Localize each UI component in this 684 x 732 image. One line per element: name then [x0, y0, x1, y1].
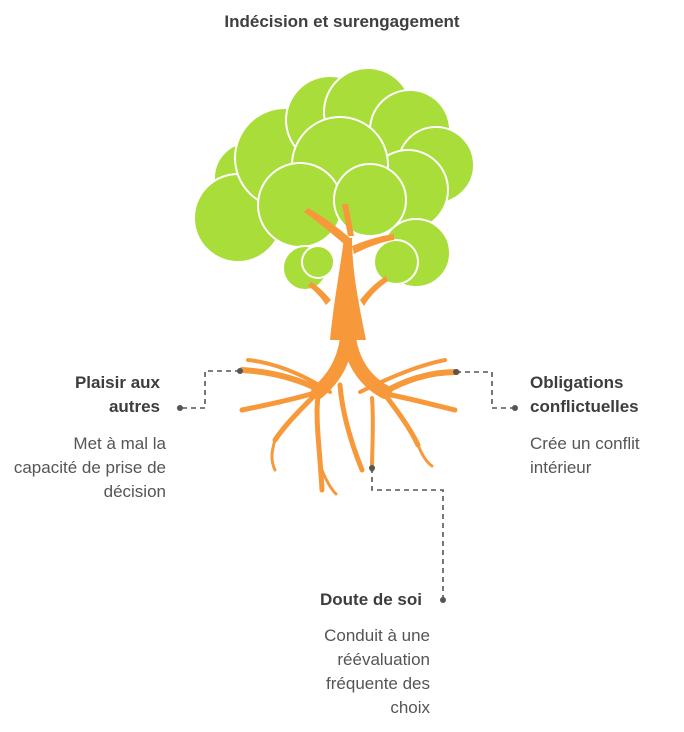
tree-trunk [304, 204, 394, 340]
description-plaisir-aux-autres: Met à mal la capacité de prise de décisi… [13, 434, 166, 501]
label-obligations-conflictuelles: Obligations conflictuelles [530, 373, 639, 416]
description-obligations-conflictuelles: Crée un conflit intérieur [530, 434, 640, 477]
connector-plaisir [180, 370, 240, 409]
tree-roots [239, 323, 460, 496]
description-doute-de-soi: Conduit à une réévaluation fréquente des… [324, 626, 430, 717]
label-plaisir-aux-autres: Plaisir aux autres [74, 373, 160, 416]
connector-dot-doute-tree [369, 465, 375, 471]
tree-foliage [193, 67, 475, 291]
connector-dot-plaisir-label [177, 405, 183, 411]
label-doute-de-soi: Doute de soi [319, 590, 422, 609]
connector-dot-doute-label [440, 597, 446, 603]
connector-doute [371, 468, 444, 600]
diagram-title: Indécision et surengagement [224, 12, 460, 31]
connector-dot-obligations-tree [453, 369, 459, 375]
connector-dot-obligations-label [512, 405, 518, 411]
connector-obligations [456, 371, 515, 409]
connector-dot-plaisir-tree [237, 368, 243, 374]
